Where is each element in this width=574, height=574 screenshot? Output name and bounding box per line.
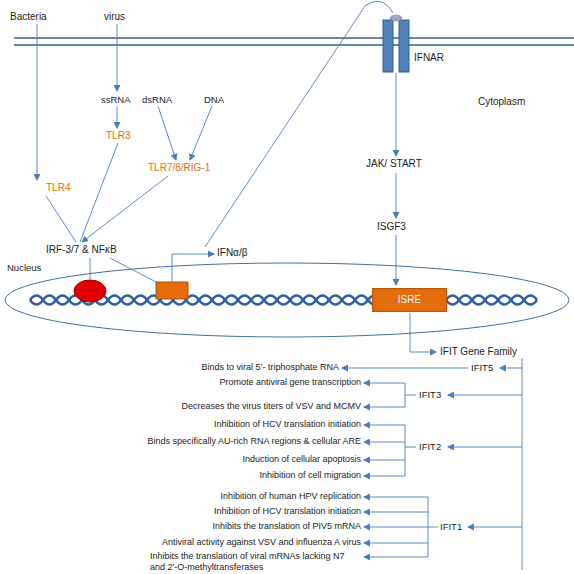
arrow [364,442,405,443]
element-label: ISRE [398,294,421,306]
arrow [37,24,38,180]
arrow [46,196,76,242]
pathway-label: ISGF3 [377,221,427,233]
compartment-label: Nucleus [7,262,41,273]
arrow [364,460,405,461]
arrow [117,106,118,128]
ligand-label: DNA [204,94,234,105]
arrow [468,527,522,528]
ligand-label: dsRNA [142,94,182,105]
bracket [428,497,438,557]
arrow [396,73,397,156]
receptor-label: TLR4 [46,182,86,194]
function-text: Antiviral activity against VSV and influ… [101,537,361,548]
arrow [364,512,428,513]
receptor-chain [399,20,409,72]
function-text: Inhibition of HCV translation initiation [101,419,361,430]
family-label: IFIT Gene Family [440,346,550,358]
arrow [364,543,428,544]
bracket [405,425,416,476]
dna-strand [30,296,537,305]
function-text: Inhibits the translation of viral mRNAs … [150,551,362,573]
pathogen-label: Bacteria [10,11,70,23]
arrow [82,176,168,242]
function-text: Binds specifically AU-rich RNA regions &… [101,436,361,447]
receptor-label: TLR3 [106,130,146,142]
function-text: Binds to viral 5’- triphosphate RNA [79,362,339,373]
arrow [500,368,522,369]
pathway-label: JAK/ START [366,158,436,170]
arrow [364,407,405,408]
ifn-gene-box [156,282,188,299]
receptor-label: IFNAR [414,52,464,64]
function-text: Decreases the virus titers of VSV and MC… [101,401,361,412]
nucleus-ellipse-shape [5,263,569,337]
dna-strand [30,296,537,305]
isre-box: ISRE [372,288,447,312]
promoter-circle [74,280,106,302]
arrow [80,143,118,242]
gene-label: IFIT2 [419,441,454,452]
pathogen-label: virus [104,11,144,23]
function-text: Inhibition of human HPV replication [101,491,361,502]
compartment-label: Cytoplasm [478,96,558,108]
receptor-chain [383,20,393,72]
membrane-line [14,44,574,46]
arrow [396,173,397,218]
cytokine-label: IFNα/β [217,247,267,259]
ligand-label: ssRNA [101,94,141,105]
function-text: Promote antiviral gene transcription [101,377,361,388]
arrow [364,476,405,477]
function-text: Inhibition of cell migration [101,470,361,481]
function-text: Inhibition of HCV translation initiation [101,506,361,517]
gene-label: IFIT1 [440,521,475,532]
ifn-signal-line [205,1,393,247]
gene-label: IFIT5 [471,362,506,373]
nucleus-outline [4,262,570,338]
arrow [448,447,522,448]
arrow [364,497,428,498]
arrow [117,24,118,91]
arrow [190,106,212,160]
arrow [364,557,428,558]
function-text: Induction of cellular apoptosis [101,454,361,465]
function-text: Inhibits the translation of PIV5 mRNA [101,521,361,532]
arrow [342,368,468,369]
arrow [396,235,397,285]
membrane-line [14,37,574,39]
link-line [90,258,91,279]
family-line [522,358,523,570]
arrow [364,383,405,384]
bracket [405,383,416,407]
arrow [364,425,405,426]
arrow [364,527,428,528]
gene-label: IFIT3 [419,389,454,400]
arrow [158,106,176,160]
receptor-label: TLR7/8/RIG-1 [148,162,238,174]
nucleus-ellipse: NucleusISRE [4,262,570,338]
arrow [172,254,214,282]
factor-label: IRF-3/7 & NFκB [46,244,146,256]
ligand-cap [390,15,402,21]
arrow [448,395,522,396]
